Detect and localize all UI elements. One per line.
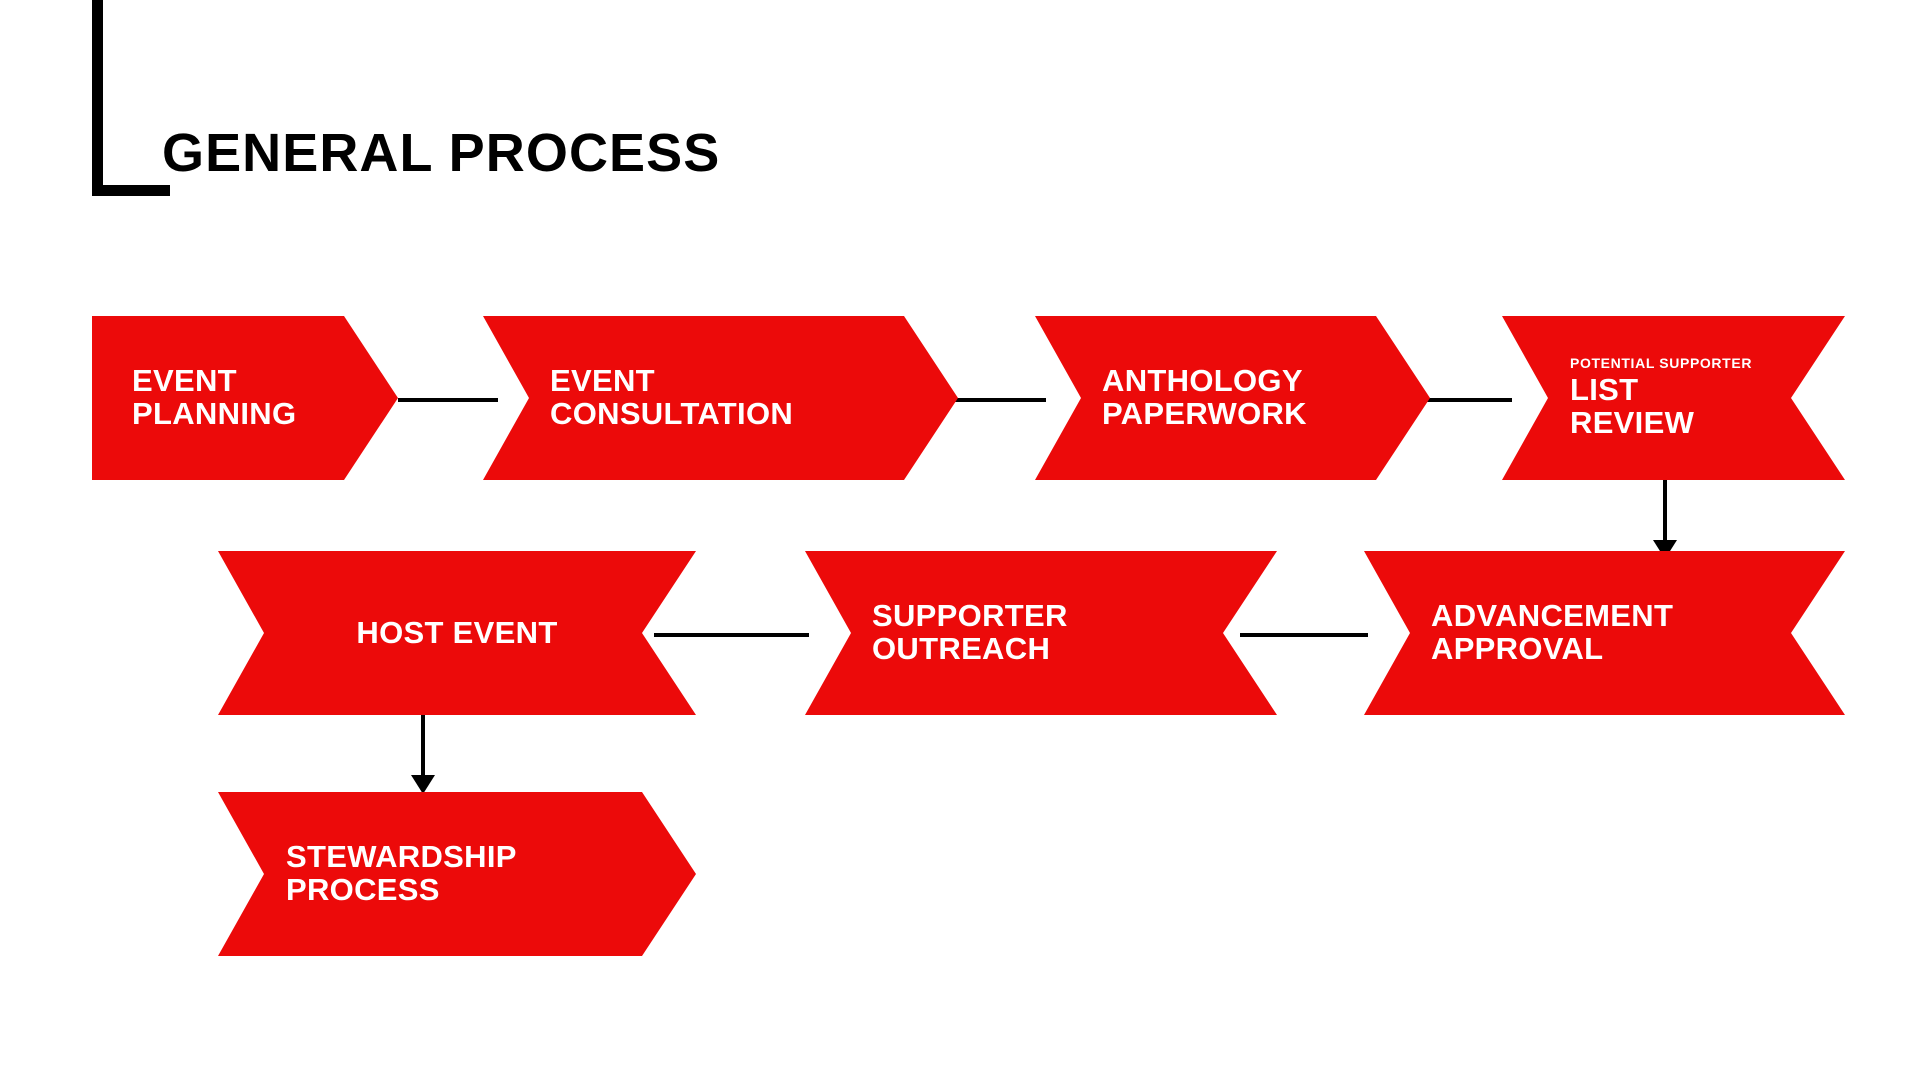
connector-paperwork-to-list-review xyxy=(1396,398,1512,402)
node-anthology-paperwork-label: ANTHOLOGY PAPERWORK xyxy=(1102,363,1307,431)
node-supporter-outreach-label: SUPPORTER OUTREACH xyxy=(872,598,1068,666)
node-event-planning[interactable]: EVENT PLANNING xyxy=(92,316,398,480)
node-event-consultation[interactable]: EVENT CONSULTATION xyxy=(483,316,958,480)
connector-planning-to-consultation xyxy=(398,398,498,402)
connector-advancement-to-outreach xyxy=(1240,633,1368,637)
node-list-review-eyebrow: POTENTIAL SUPPORTER xyxy=(1570,354,1753,371)
connector-list-review-to-advancement xyxy=(1663,480,1667,546)
bracket-vertical-bar xyxy=(92,0,103,196)
node-list-review-label: LIST REVIEW xyxy=(1570,372,1695,441)
title-bracket-icon xyxy=(92,0,170,196)
node-list-review[interactable]: POTENTIAL SUPPORTER LIST REVIEW xyxy=(1502,316,1845,480)
connector-outreach-to-host-event xyxy=(654,633,809,637)
bracket-horizontal-bar xyxy=(92,185,170,196)
connector-consultation-to-paperwork xyxy=(948,398,1046,402)
node-stewardship-process[interactable]: STEWARDSHIP PROCESS xyxy=(218,792,696,956)
node-advancement-approval[interactable]: ADVANCEMENT APPROVAL xyxy=(1364,551,1845,715)
node-host-event-label: HOST EVENT xyxy=(356,614,558,650)
arrowhead-host-event-to-stewardship xyxy=(411,775,435,794)
node-event-consultation-label: EVENT CONSULTATION xyxy=(550,363,794,431)
page-title: GENERAL PROCESS xyxy=(162,123,721,183)
node-host-event[interactable]: HOST EVENT xyxy=(218,551,696,715)
node-anthology-paperwork[interactable]: ANTHOLOGY PAPERWORK xyxy=(1035,316,1430,480)
node-stewardship-process-label: STEWARDSHIP PROCESS xyxy=(286,839,517,907)
node-supporter-outreach[interactable]: SUPPORTER OUTREACH xyxy=(805,551,1277,715)
connector-host-event-to-stewardship xyxy=(421,715,425,781)
node-advancement-approval-label: ADVANCEMENT APPROVAL xyxy=(1431,598,1674,666)
node-event-planning-label: EVENT PLANNING xyxy=(132,363,297,431)
